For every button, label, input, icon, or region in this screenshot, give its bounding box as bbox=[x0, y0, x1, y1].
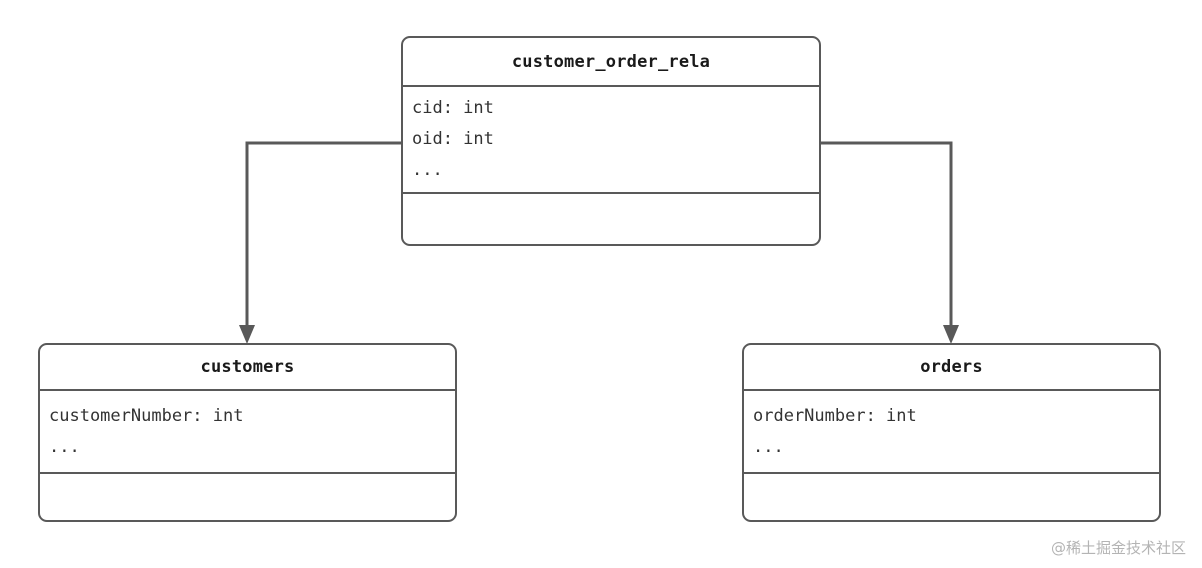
entity-title: orders bbox=[920, 357, 983, 377]
entity-attribute: orderNumber: int bbox=[753, 405, 917, 426]
entity-title-row: customers bbox=[40, 345, 455, 391]
watermark: @稀土掘金技术社区 bbox=[1050, 539, 1186, 557]
arrowhead-to-orders bbox=[943, 325, 959, 344]
entity-attributes-row: customerNumber: int ... bbox=[40, 391, 455, 474]
entity-attribute: oid: int bbox=[412, 129, 494, 149]
entity-attributes-row: cid: int oid: int ... bbox=[403, 87, 819, 194]
entity-title: customer_order_rela bbox=[511, 51, 711, 72]
entity-orders[interactable]: orders orderNumber: int ... bbox=[742, 343, 1161, 522]
entity-methods-row bbox=[40, 474, 455, 520]
relation-line-to-orders bbox=[821, 141, 953, 331]
relation-line-to-customers bbox=[245, 141, 401, 331]
relation-customer-order-rela-to-orders bbox=[821, 141, 959, 344]
entity-attributes-row: orderNumber: int ... bbox=[744, 391, 1159, 474]
entity-attribute: customerNumber: int bbox=[49, 405, 244, 426]
entity-title-row: customer_order_rela bbox=[403, 38, 819, 87]
entity-title: customers bbox=[200, 357, 295, 377]
arrowhead-to-customers bbox=[239, 325, 255, 344]
entity-attribute: ... bbox=[412, 160, 443, 180]
entity-customers[interactable]: customers customerNumber: int ... bbox=[38, 343, 457, 522]
entity-attribute: ... bbox=[49, 436, 80, 457]
entity-methods-row bbox=[403, 194, 819, 244]
entity-methods-row bbox=[744, 474, 1159, 520]
entity-title-row: orders bbox=[744, 345, 1159, 391]
relation-customer-order-rela-to-customers bbox=[239, 141, 401, 344]
entity-attribute: cid: int bbox=[412, 98, 494, 118]
entity-customer-order-rela[interactable]: customer_order_rela cid: int oid: int ..… bbox=[401, 36, 821, 246]
entity-attribute: ... bbox=[753, 436, 784, 457]
